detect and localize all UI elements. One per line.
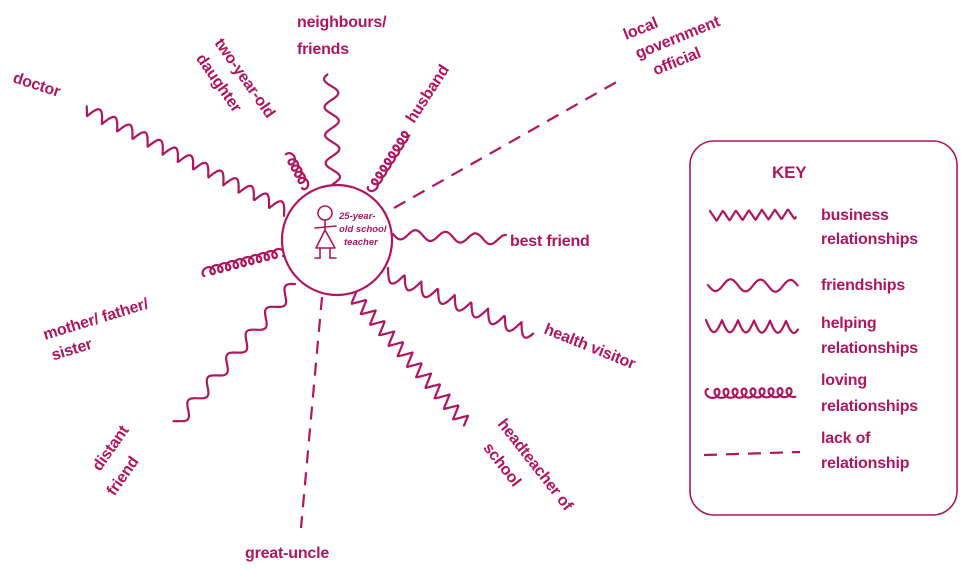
label-husband: husband [403,62,453,126]
key-title: KEY [772,163,807,182]
helping-line-health-visitor [388,268,533,338]
lack-line-sample-icon [704,452,800,455]
centre-label-line-2: old school [339,224,387,235]
loving-line-husband [368,132,410,191]
helping-line-doctor [87,106,285,216]
label-line: neighbours/ [297,14,387,31]
label-local-government-official: local government official [621,0,735,85]
label-two-year-old-daughter: two-year-old daughter [191,36,280,139]
label-doctor: doctor [11,70,62,101]
friendship-line-distant-friend [174,284,296,421]
helping-line-sample-icon [706,320,798,333]
loving-line-sample-icon [706,388,796,398]
business-line-headteacher [352,289,468,425]
key-label-line: relationship [821,455,910,472]
key-label-line: loving [821,372,867,389]
label-health-visitor: health visitor [542,321,638,373]
label-line: best friend [510,233,590,250]
centre-label-line-3: teacher [344,237,379,248]
loving-line-daughter [286,153,308,189]
key-label-lack: lack of relationship [821,430,910,472]
label-neighbours-friends: neighbours/ friends [297,14,391,58]
friendship-line-best-friend [393,230,506,244]
label-best-friend: best friend [510,233,590,250]
label-line: great-uncle [245,545,329,562]
key-label-loving: loving relationships [821,372,918,415]
label-line: mother/ father/ [41,295,151,343]
key-label-helping: helping relationships [821,315,918,357]
key-label-line: relationships [821,231,918,248]
centre-node: 25-year- old school teacher [282,185,392,295]
key-label-line: relationships [821,340,918,357]
loving-line-family [203,249,285,276]
key-label-friendships: friendships [821,277,905,294]
label-line: friends [297,41,349,58]
business-line-sample-icon [710,210,796,221]
centre-label-line-1: 25-year- [338,211,375,222]
label-great-uncle: great-uncle [245,545,329,562]
key-label-business: business relationships [821,207,918,248]
label-line: husband [403,62,453,126]
key-label-line: helping [821,315,876,332]
key-label-line: friendships [821,277,905,294]
lack-line-great-uncle [301,297,322,528]
label-line: health visitor [542,321,638,373]
label-headteacher-of-school: headteacher of school [473,416,578,533]
friendship-line-sample-icon [708,279,798,291]
key-label-line: lack of [821,430,871,447]
key-label-line: business [821,207,889,224]
label-mother-father-sister: mother/ father/ sister [41,294,161,364]
friendship-line-neighbours [324,75,340,185]
label-line: doctor [11,70,62,101]
label-distant-friend: distant friend [82,419,156,499]
key-label-line: relationships [821,398,918,415]
key-panel: KEY business relationships friendships h… [690,141,957,515]
